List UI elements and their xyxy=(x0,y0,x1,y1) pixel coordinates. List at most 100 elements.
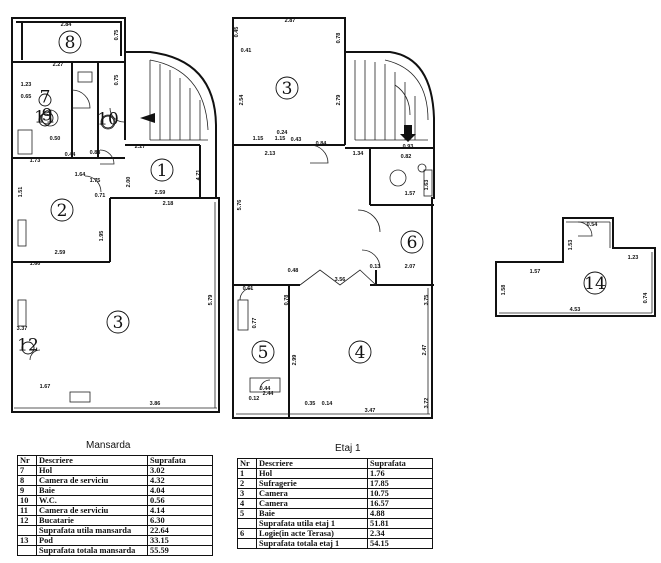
cell-descriere: Suprafata utila mansarda xyxy=(36,525,148,536)
cell-nr: 10 xyxy=(17,495,37,506)
stair-mansarda xyxy=(149,59,209,141)
cell-nr: 1 xyxy=(237,468,257,479)
dimension-label: 0.35 xyxy=(305,401,316,407)
room-number-circle xyxy=(101,115,115,129)
dimension-label: 1.34 xyxy=(353,151,365,157)
dimension-label: 0.93 xyxy=(403,144,414,150)
dimension-label: 0.78 xyxy=(284,295,290,306)
cell-suprafata: 2.34 xyxy=(367,528,433,539)
dimension-label: 0.65 xyxy=(21,94,32,100)
dimension-label: 0.44 xyxy=(65,152,77,158)
cell-suprafata: 6.30 xyxy=(147,515,213,526)
col-nr: Nr xyxy=(237,458,257,469)
dimension-label: 1.60 xyxy=(30,261,41,267)
dimension-label: 3.56 xyxy=(335,277,346,283)
cell-nr xyxy=(237,538,257,549)
cell-descriere: Logie(in acte Terasa) xyxy=(256,528,368,539)
cell-suprafata: 4.14 xyxy=(147,505,213,516)
dimension-label: 0.82 xyxy=(401,154,412,160)
dimension-label: 0.48 xyxy=(288,268,299,274)
cell-suprafata: 22.64 xyxy=(147,525,213,536)
cell-descriere: Suprafata totala mansarda xyxy=(36,545,148,556)
mansarda-caption: Mansarda xyxy=(86,440,131,451)
cell-suprafata: 54.15 xyxy=(367,538,433,549)
cell-descriere: Camera de serviciu xyxy=(36,505,148,516)
dimension-label: 2.13 xyxy=(265,151,276,157)
dimension-label: 2.07 xyxy=(405,264,416,270)
dimension-label: 2.00 xyxy=(126,177,132,188)
terasa-plan xyxy=(495,217,656,317)
dimension-label: 2.44 xyxy=(263,391,275,397)
cell-suprafata: 17.85 xyxy=(367,478,433,489)
room-number: 1 xyxy=(157,161,168,181)
dimension-label: 1.73 xyxy=(30,158,41,164)
room-number-circle xyxy=(400,230,424,254)
col-descriere: Descriere xyxy=(36,455,148,466)
room-number-circle xyxy=(50,198,74,222)
col-suprafata: Suprafata xyxy=(147,455,213,466)
room-number-circle xyxy=(38,113,52,127)
dimension-label: 1.57 xyxy=(530,269,541,275)
dimension-label: 1.23 xyxy=(628,255,639,261)
cell-descriere: Hol xyxy=(36,465,148,476)
cell-suprafata: 33.15 xyxy=(147,535,213,546)
room-number: 5 xyxy=(258,343,269,363)
dimension-label: 0.14 xyxy=(322,401,334,407)
dimension-label: 0.75 xyxy=(114,30,120,41)
table-header-row: Nr Descriere Suprafata xyxy=(237,458,433,469)
cell-nr: 3 xyxy=(237,488,257,499)
room-number: 9 xyxy=(42,106,53,126)
cell-nr xyxy=(17,545,37,556)
cell-nr: 5 xyxy=(237,508,257,519)
cell-descriere: Baie xyxy=(36,485,148,496)
dimension-label: 1.64 xyxy=(75,172,87,178)
room-number: 12 xyxy=(17,336,39,356)
cell-suprafata: 10.75 xyxy=(367,488,433,499)
dimension-label: 1.57 xyxy=(405,191,416,197)
col-suprafata: Suprafata xyxy=(367,458,433,469)
cell-suprafata: 51.81 xyxy=(367,518,433,529)
dimension-label: 1.95 xyxy=(99,231,105,242)
dimension-label: 0.44 xyxy=(260,386,272,392)
dimension-label: 5.79 xyxy=(208,295,214,306)
cell-suprafata: 4.88 xyxy=(367,508,433,519)
room-number: 3 xyxy=(113,313,124,333)
dimension-label: 0.45 xyxy=(234,27,240,38)
dimension-label: 0.61 xyxy=(243,286,254,292)
dimension-label: 1.51 xyxy=(18,187,24,198)
dimension-labels: 2.840.752.270.751.230.652.271.732.590.44… xyxy=(17,18,649,414)
dimension-label: 2.59 xyxy=(155,190,166,196)
room-number-circle xyxy=(38,93,52,107)
dimension-label: 1.15 xyxy=(253,136,264,142)
dimension-label: 0.78 xyxy=(336,33,342,44)
dimension-label: 2.54 xyxy=(239,94,245,106)
room-number: 10 xyxy=(97,110,119,130)
cell-nr: 2 xyxy=(237,478,257,489)
cell-descriere: Bucatarie xyxy=(36,515,148,526)
dimension-label: 2.79 xyxy=(336,95,342,106)
room-number-circle xyxy=(150,158,174,182)
entry-arrow-icon xyxy=(140,113,155,123)
dimension-label: 3.72 xyxy=(424,398,430,409)
dimension-label: 0.50 xyxy=(50,136,61,142)
cell-descriere: Suprafata utila etaj 1 xyxy=(256,518,368,529)
